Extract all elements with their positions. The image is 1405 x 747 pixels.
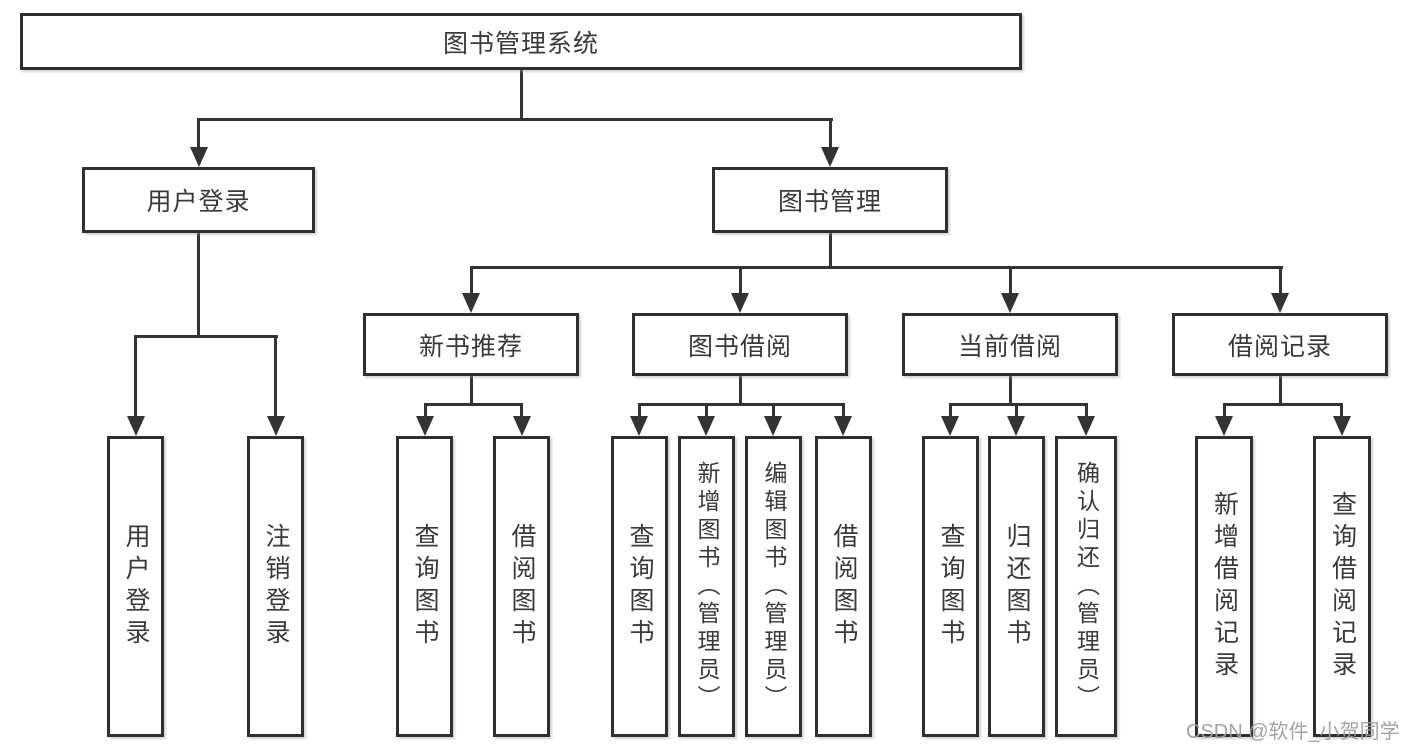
arrow-down-icon: [127, 416, 145, 436]
node-book-management: 图书管理: [712, 167, 948, 233]
connector-stem: [739, 376, 742, 405]
arrow-down-icon: [190, 147, 208, 167]
connector-horizontal: [638, 403, 845, 406]
node-user-login-label: 用户登录: [146, 188, 251, 216]
connector-user-login-stem: [197, 233, 200, 337]
connector-arrow-shaft: [772, 403, 775, 418]
leaf-current-query-books-label: 查询图书: [937, 522, 965, 651]
arrow-down-icon: [462, 293, 480, 313]
arrow-down-icon: [267, 416, 285, 436]
node-current-borrow: 当前借阅: [902, 313, 1118, 376]
leaf-current-return-books-label: 归还图书: [1003, 522, 1031, 651]
arrow-down-icon: [697, 416, 715, 436]
connector-horizontal: [1223, 403, 1343, 406]
leaf-current-return-books: 归还图书: [988, 436, 1045, 737]
connector-arrow-shaft: [705, 403, 708, 418]
leaf-borrow-edit-books-admin-label: 编辑图书（管理员）: [761, 460, 787, 713]
arrow-down-icon: [941, 416, 959, 436]
arrow-down-icon: [1215, 416, 1233, 436]
node-root-label: 图书管理系统: [442, 29, 599, 58]
connector-arrow-shaft: [949, 403, 952, 418]
node-new-book-recommend-label: 新书推荐: [418, 332, 523, 361]
leaf-recommend-borrow-books: 借阅图书: [493, 436, 550, 737]
node-user-login: 用户登录: [82, 167, 315, 233]
connector-arrow-shaft: [1009, 266, 1012, 294]
connector-stem: [1279, 376, 1282, 405]
connector-root-stem: [520, 70, 523, 118]
connector-level3-horizontal: [470, 266, 1283, 269]
csdn-watermark: CSDN @软件_小贺同学: [1186, 721, 1400, 743]
leaf-borrow-edit-books-admin: 编辑图书（管理员）: [745, 436, 802, 737]
node-borrow-records-label: 借阅记录: [1227, 332, 1332, 361]
leaf-borrow-add-books-admin-label: 新增图书（管理员）: [694, 460, 720, 713]
arrow-down-icon: [821, 147, 839, 167]
connector-arrow-shaft: [1223, 403, 1226, 418]
leaf-records-query-record-label: 查询借阅记录: [1328, 490, 1357, 683]
arrow-down-icon: [764, 416, 782, 436]
leaf-records-add-record: 新增借阅记录: [1195, 436, 1253, 737]
connector-stem: [470, 376, 473, 405]
leaf-recommend-query-books: 查询图书: [396, 436, 453, 737]
connector-horizontal: [424, 403, 523, 406]
leaf-current-query-books: 查询图书: [922, 436, 979, 737]
leaf-recommend-query-books-label: 查询图书: [411, 522, 439, 651]
connector-arrow-shaft: [274, 335, 277, 416]
connector-arrow-shaft: [424, 403, 427, 418]
node-book-borrow: 图书借阅: [632, 313, 848, 376]
arrow-down-icon: [731, 293, 749, 313]
arrow-down-icon: [1271, 293, 1289, 313]
leaf-borrow-add-books-admin: 新增图书（管理员）: [678, 436, 735, 737]
connector-arrow-shaft: [638, 403, 641, 418]
connector-arrow-shaft: [739, 266, 742, 294]
leaf-borrow-query-books: 查询图书: [611, 436, 668, 737]
leaf-user-login: 用户登录: [107, 436, 164, 737]
leaf-records-add-record-label: 新增借阅记录: [1210, 490, 1239, 683]
arrow-down-icon: [1007, 416, 1025, 436]
node-borrow-records: 借阅记录: [1172, 313, 1388, 376]
leaf-logout: 注销登录: [247, 436, 304, 737]
connector-arrow-shaft: [134, 335, 137, 416]
leaf-current-confirm-return-admin: 确认归还（管理员）: [1055, 436, 1117, 737]
arrow-down-icon: [834, 416, 852, 436]
node-current-borrow-label: 当前借阅: [957, 332, 1062, 361]
arrow-down-icon: [513, 416, 531, 436]
arrow-down-icon: [1333, 416, 1351, 436]
connector-arrow-shaft: [1015, 403, 1018, 418]
node-book-management-label: 图书管理: [777, 188, 882, 216]
leaf-current-confirm-return-admin-label: 确认归还（管理员）: [1073, 460, 1100, 713]
connector-arrow-shaft: [842, 403, 845, 418]
arrow-down-icon: [1001, 293, 1019, 313]
connector-arrow-shaft: [1085, 403, 1088, 418]
node-root-system: 图书管理系统: [20, 13, 1022, 70]
connector-arrow-shaft: [470, 266, 473, 294]
node-book-borrow-label: 图书借阅: [687, 332, 792, 361]
connector-arrow-shaft: [1279, 266, 1282, 294]
arrow-down-icon: [1077, 416, 1095, 436]
connector-arrow-shaft: [520, 403, 523, 418]
connector-user-login-horizontal: [134, 335, 278, 338]
node-new-book-recommend: 新书推荐: [363, 313, 579, 376]
leaf-logout-label: 注销登录: [262, 522, 290, 651]
leaf-records-query-record: 查询借阅记录: [1313, 436, 1371, 737]
leaf-recommend-borrow-books-label: 借阅图书: [508, 522, 536, 651]
arrow-down-icon: [630, 416, 648, 436]
leaf-borrow-borrow-books-label: 借阅图书: [830, 522, 858, 651]
leaf-user-login-label: 用户登录: [122, 522, 150, 651]
connector-level1-horizontal: [197, 118, 833, 121]
connector-horizontal: [949, 403, 1088, 406]
connector-arrow-shaft: [1340, 403, 1343, 418]
connector-stem: [1009, 376, 1012, 405]
leaf-borrow-query-books-label: 查询图书: [626, 522, 654, 651]
leaf-borrow-borrow-books: 借阅图书: [815, 436, 872, 737]
arrow-down-icon: [416, 416, 434, 436]
connector-book-management-stem: [829, 233, 832, 268]
connector-arrow-shaft: [829, 118, 832, 150]
connector-arrow-shaft: [197, 118, 200, 150]
